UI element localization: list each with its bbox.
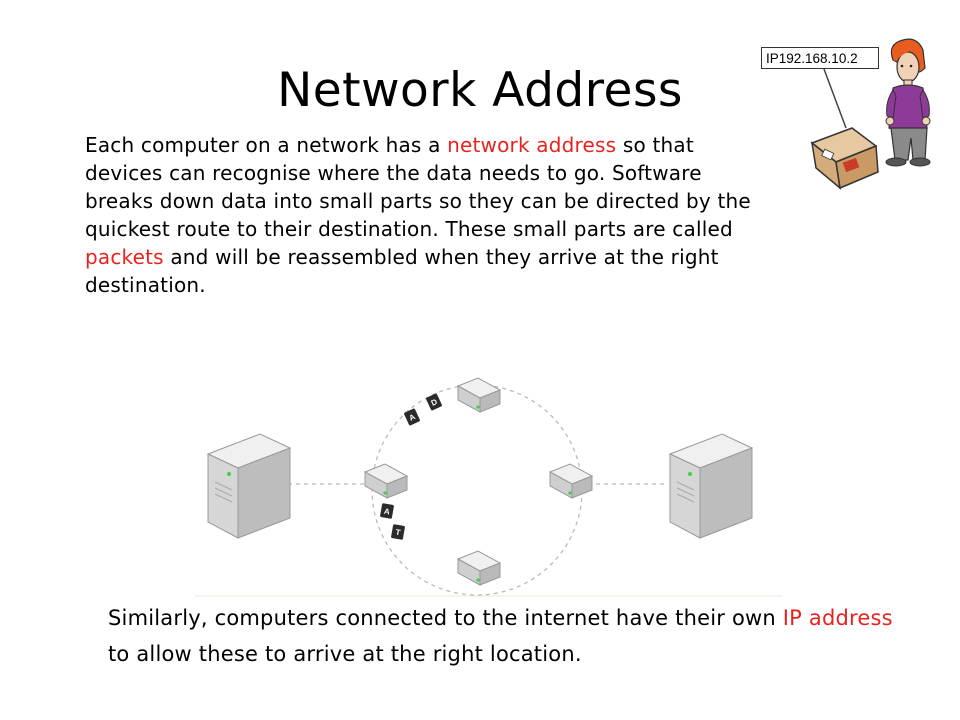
server-left-icon [206, 433, 292, 539]
intro-paragraph: Each computer on a network has a network… [85, 131, 765, 299]
packets-highlight: packets [85, 245, 164, 269]
network-address-highlight: network address [447, 133, 617, 157]
packet-a-bottom: A [380, 503, 394, 519]
packet-a-top-label: A [408, 412, 417, 423]
packet-t-bottom: T [391, 524, 405, 540]
packet-a-bottom-label: A [383, 507, 390, 517]
packet-d-top: D [426, 393, 442, 411]
ip-paragraph: Similarly, computers connected to the in… [108, 600, 908, 672]
packet-d-top-label: D [430, 397, 439, 408]
ip-address-highlight: IP address [782, 606, 893, 630]
router-left-icon [363, 463, 409, 499]
intro-text-3: and will be reassembled when they arrive… [85, 245, 719, 297]
ip-text-2: to allow these to arrive at the right lo… [108, 642, 582, 666]
intro-text-1: Each computer on a network has a [85, 133, 448, 157]
server-right-icon [668, 433, 754, 539]
router-bottom-icon [456, 550, 502, 586]
router-right-icon [548, 463, 594, 499]
packet-a-top: A [404, 408, 420, 426]
packet-t-bottom-label: T [395, 528, 401, 538]
ip-text-1: Similarly, computers connected to the in… [108, 606, 783, 630]
ip-address-label: IP192.168.10.2 [761, 47, 879, 69]
slide-title: Network Address [277, 63, 683, 118]
intro-text-2: so that devices can recognise where the … [85, 133, 751, 241]
router-top-icon [456, 377, 502, 413]
